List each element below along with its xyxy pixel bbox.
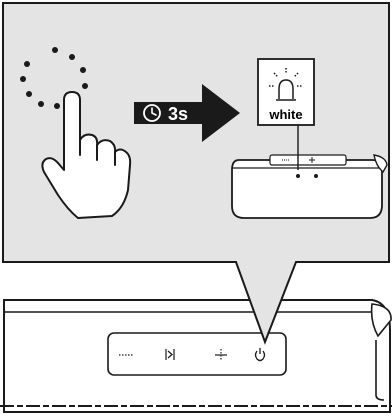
power-button-icon	[254, 348, 266, 362]
warning-light-icon	[269, 68, 303, 101]
speaker-body-small	[231, 154, 388, 219]
clock-icon	[143, 104, 161, 122]
duration-arrow	[134, 84, 240, 142]
indicator-color-label: white	[268, 107, 302, 122]
dotted-circle-icon	[20, 47, 88, 109]
light-indicator-box	[257, 58, 315, 170]
control-panel	[107, 332, 287, 376]
duration-label: 3s	[168, 104, 188, 124]
volume-button-icon	[215, 349, 227, 361]
indicator-led	[296, 174, 300, 178]
hand-pointer-icon	[41, 91, 132, 219]
play-pause-button-icon	[165, 349, 175, 360]
